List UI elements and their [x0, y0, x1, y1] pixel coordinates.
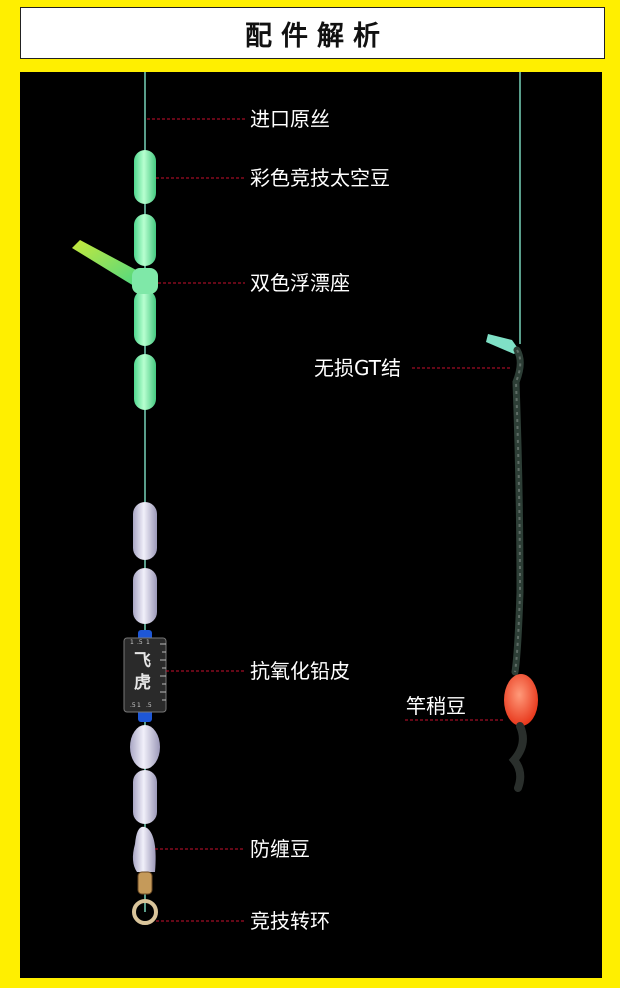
leader-lines: [147, 118, 512, 922]
lead-clip-scale-5: 1: [137, 702, 141, 709]
label-anti-tangle: 防缠豆: [250, 837, 310, 861]
white-beans: [133, 502, 157, 624]
green-space-beans: [134, 150, 156, 410]
label-swivel: 竞技转环: [250, 909, 330, 933]
lead-clip-scale-2: .5: [137, 639, 143, 646]
lead-clip-scale-6: .5: [146, 702, 152, 709]
label-lead-skin: 抗氧化铅皮: [250, 659, 350, 683]
label-rod-tip-bean: 竿稍豆: [406, 694, 466, 718]
lead-clip-scale-4: .5: [130, 702, 136, 709]
swivel: [132, 871, 158, 925]
label-float-seat: 双色浮漂座: [250, 271, 350, 295]
lead-clip: [123, 630, 167, 722]
title-box: 配件解析: [20, 7, 605, 59]
label-main-line: 进口原丝: [250, 107, 330, 131]
lead-clip-logo: 飞虎: [134, 651, 151, 693]
lower-beans: [130, 725, 160, 872]
lead-clip-scale-1: 1: [130, 639, 134, 646]
label-space-beans: 彩色竞技太空豆: [250, 166, 390, 190]
lead-clip-scale-3: 1: [146, 639, 150, 646]
float-seat: [72, 240, 158, 294]
label-gt-knot: 无损GT结: [314, 356, 402, 380]
rig-illustration: [72, 72, 538, 925]
rod-tip-rig: [486, 72, 538, 792]
page-title: 配件解析: [245, 20, 389, 52]
product-panel: 进口原丝 彩色竞技太空豆 双色浮漂座 无损GT结 抗氧化铅皮 竿稍豆 防缠豆 竞…: [20, 72, 602, 978]
